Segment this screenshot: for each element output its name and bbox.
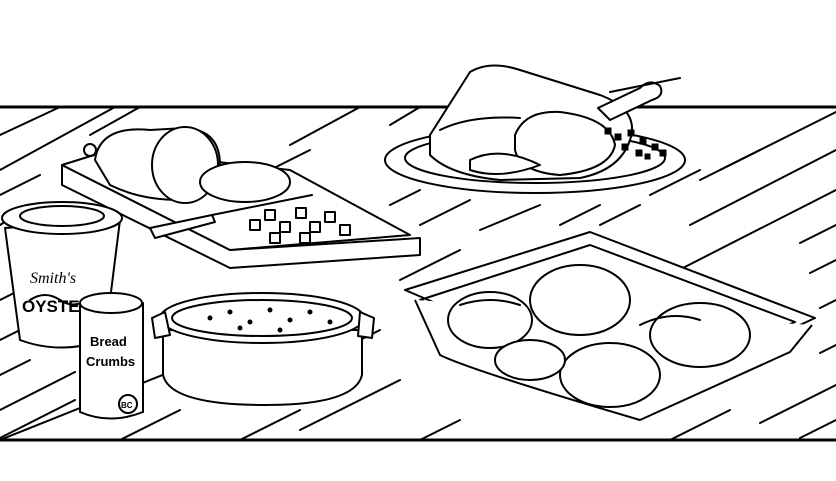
soup-pot xyxy=(151,292,375,406)
bread-crumbs-can: Bread Crumbs BC xyxy=(79,292,144,420)
turkey-platter xyxy=(384,64,686,194)
bread-crumbs-badge: BC xyxy=(121,401,133,410)
oyster-brand-script: Smith's xyxy=(30,270,76,287)
bread-crumbs-badge-icon xyxy=(118,394,138,414)
baking-dish-with-rolls xyxy=(404,231,816,421)
cutting-board xyxy=(61,126,421,269)
bread-crumbs-line2: Crumbs xyxy=(86,354,135,369)
bread-crumbs-line1: Bread xyxy=(90,334,127,349)
